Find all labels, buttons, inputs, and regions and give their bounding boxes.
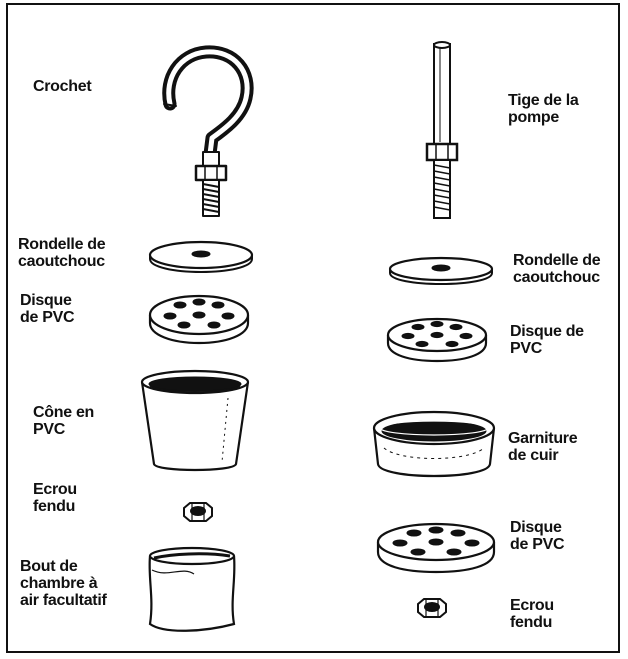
rubber-washer-right-drawing [388, 256, 494, 286]
rubber-washer-left-drawing [148, 240, 254, 274]
label-tube-end: Bout de chambre à air facultatif [20, 558, 107, 609]
pvc-disc-right-bottom-drawing [376, 522, 496, 574]
label-hook: Crochet [33, 78, 92, 95]
split-nut-left-drawing [183, 502, 213, 522]
label-rubber-washer-right: Rondelle de caoutchouc [513, 252, 601, 286]
label-pvc-disc-left: Disque de PVC [20, 292, 75, 326]
label-split-nut-left: Ecrou fendu [33, 481, 77, 515]
split-nut-right-drawing [417, 598, 447, 618]
label-pvc-disc-right-bottom: Disque de PVC [510, 519, 565, 553]
label-split-nut-right: Ecrou fendu [510, 597, 554, 631]
leather-packing-drawing [372, 410, 496, 478]
label-leather-packing: Garniture de cuir [508, 430, 578, 464]
label-pump-rod: Tige de la pompe [508, 92, 579, 126]
hook-drawing [162, 45, 254, 217]
label-rubber-washer-left: Rondelle de caoutchouc [18, 236, 106, 270]
pvc-cone-drawing [140, 369, 250, 472]
pump-rod-drawing [425, 41, 459, 219]
label-pvc-cone: Cône en PVC [33, 404, 95, 438]
label-pvc-disc-right-top: Disque de PVC [510, 323, 584, 357]
pvc-disc-left-drawing [148, 294, 250, 345]
pvc-disc-right-top-drawing [386, 317, 488, 363]
diagram-frame [6, 3, 620, 653]
tube-end-drawing [148, 546, 236, 632]
